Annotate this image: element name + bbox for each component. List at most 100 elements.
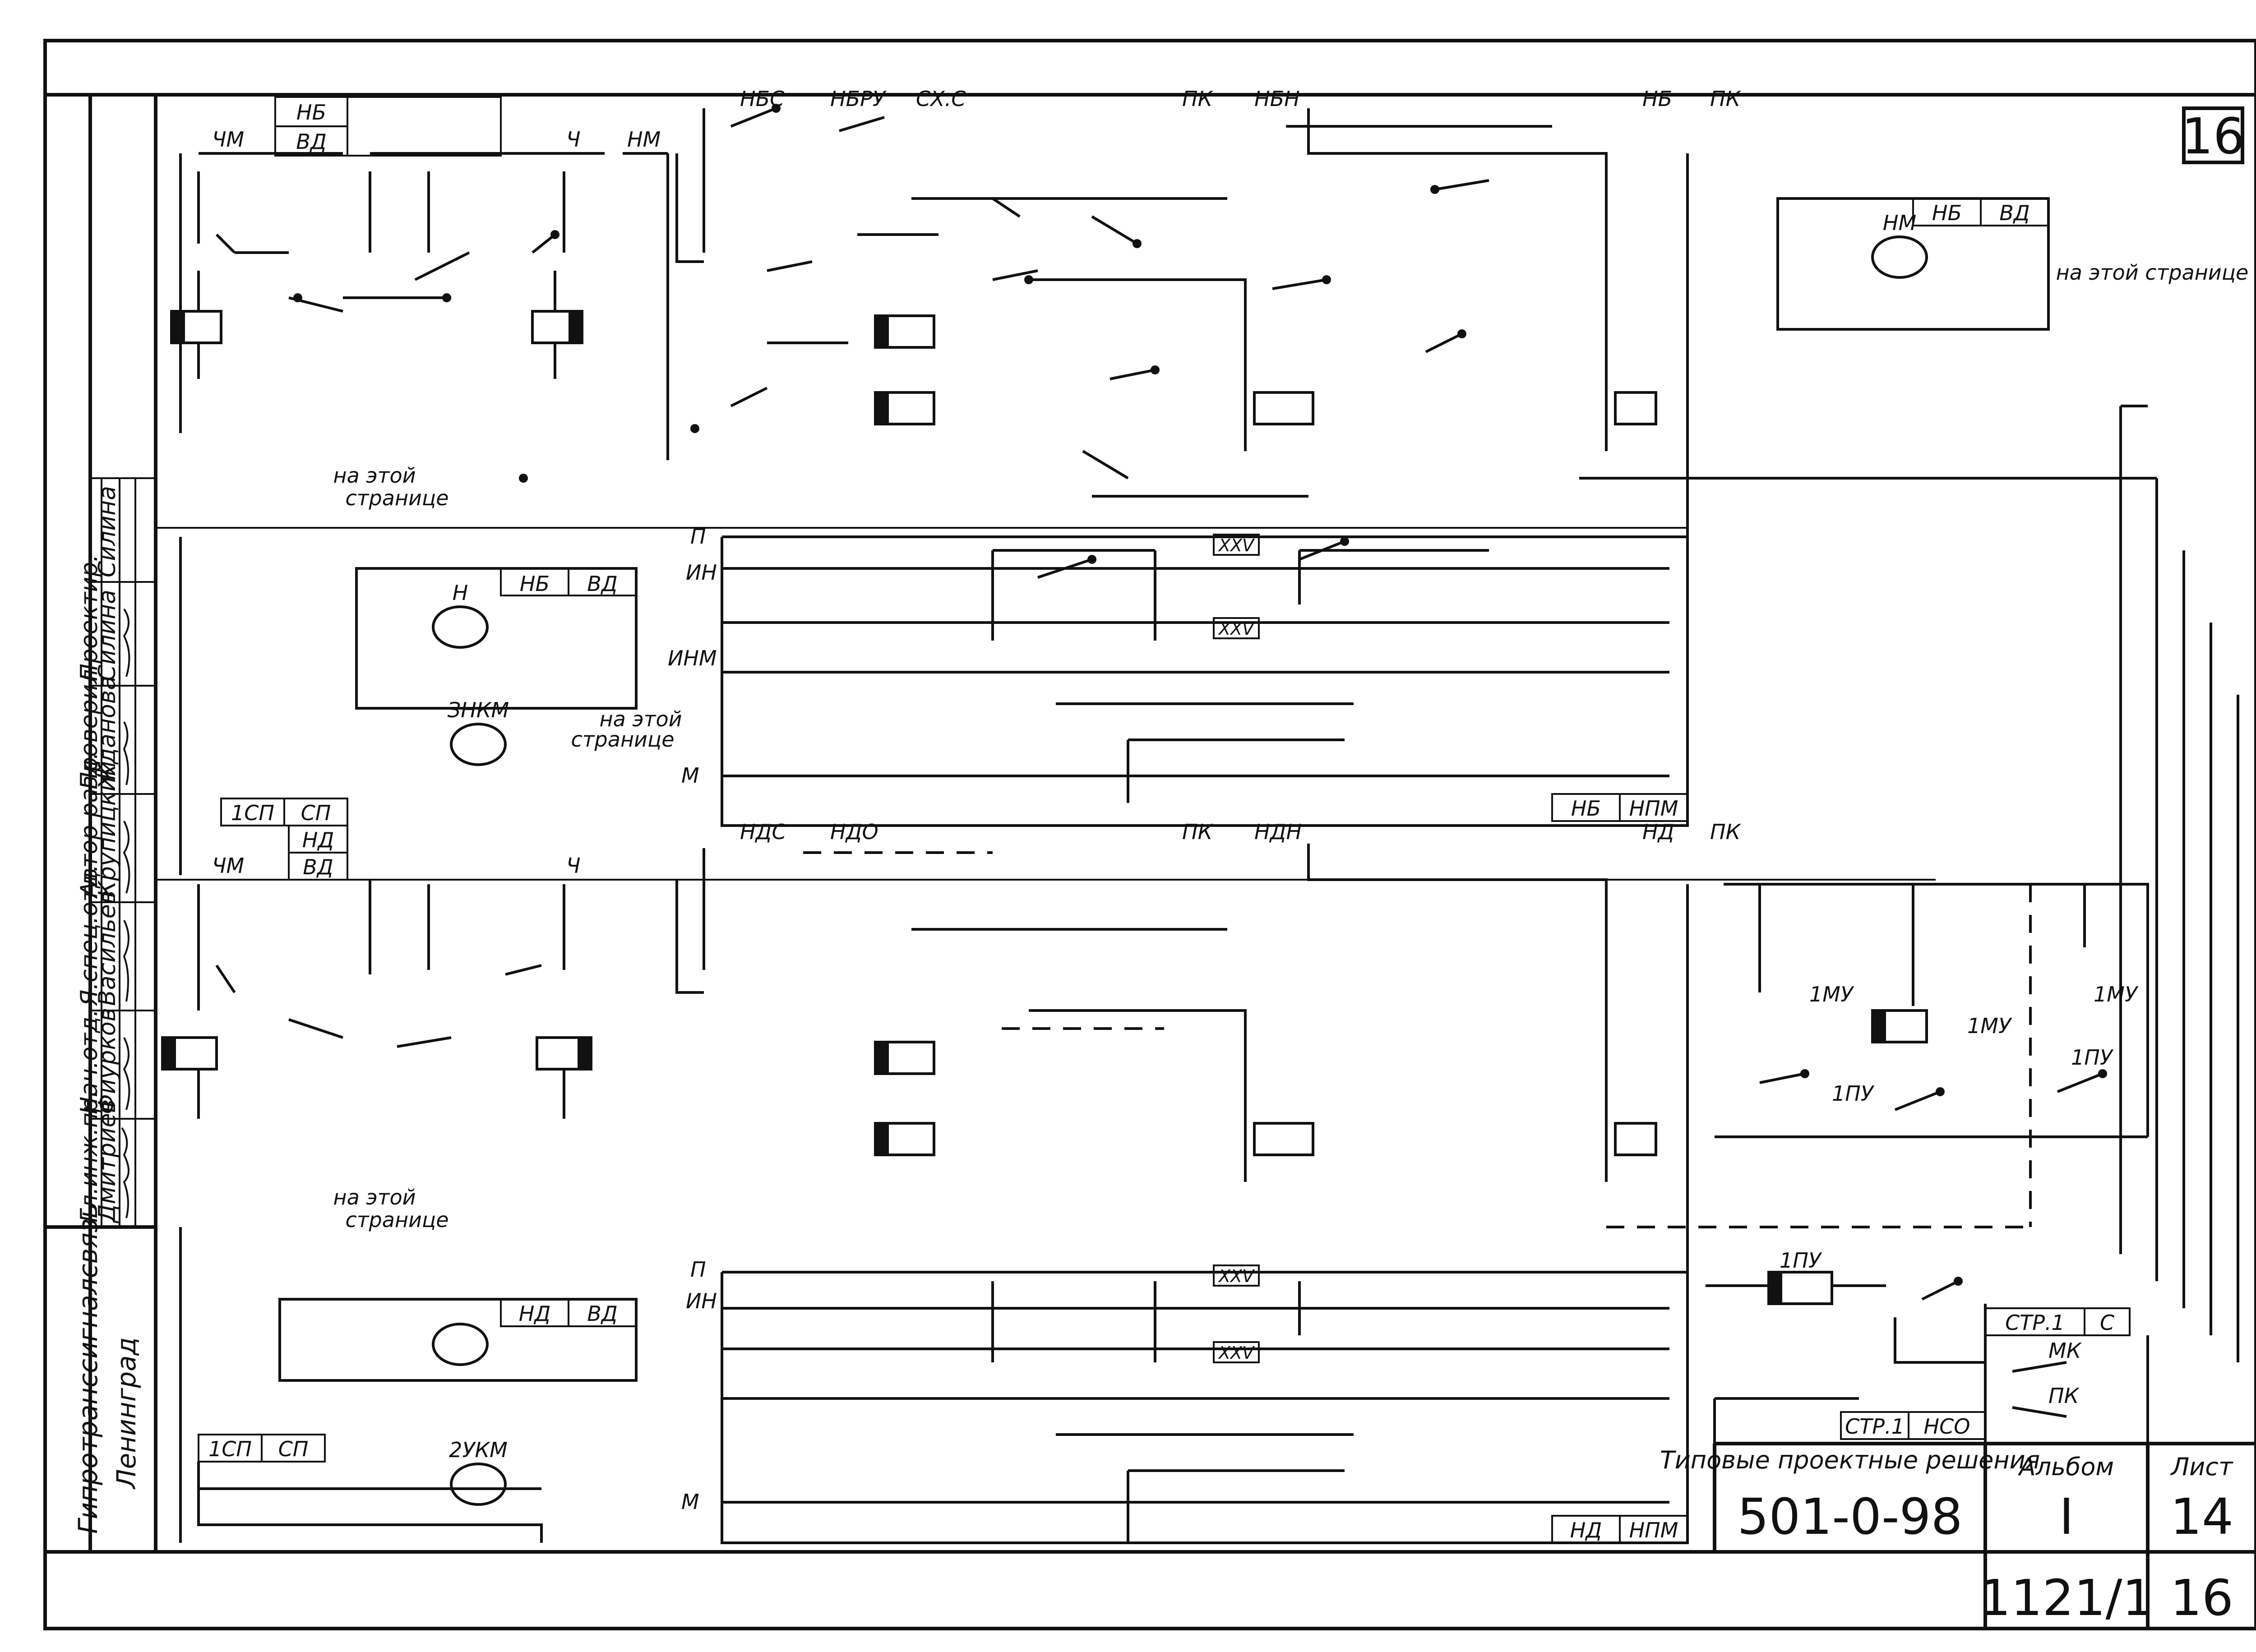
signal-lamp-3nkm bbox=[450, 723, 507, 766]
box-label: СП bbox=[301, 801, 331, 825]
box-label: НБС bbox=[740, 87, 784, 111]
signal-lamp-h bbox=[432, 605, 489, 649]
wire-label: Ч bbox=[566, 127, 581, 152]
wire-label: ЧМ bbox=[212, 127, 244, 152]
stamp-name: Жданова bbox=[94, 676, 121, 791]
stamp-role: Я.спец.отд. bbox=[76, 864, 103, 1006]
svg-text:XXV: XXV bbox=[1218, 535, 1255, 555]
box-label: НБН bbox=[1254, 87, 1300, 111]
note-na-etoy: на этой bbox=[333, 1185, 416, 1209]
doc-code: 501-0-98 bbox=[1737, 1488, 1962, 1546]
box-label: С bbox=[2100, 1311, 2114, 1335]
box-label: ВД bbox=[1999, 201, 2030, 225]
relay-label: 1ПУ bbox=[2071, 1045, 2114, 1070]
note-na-etoy: на этой bbox=[600, 707, 682, 731]
box-label: НДН bbox=[1254, 820, 1302, 844]
approval-stamp: Гл.инж.пр. Дмитриев Нач.отд. Фиурков Я.с… bbox=[73, 477, 156, 1534]
relay-xxv bbox=[1213, 1264, 1260, 1287]
box-label: НПМ bbox=[1629, 1518, 1678, 1542]
relay-label: 1МУ bbox=[1967, 1014, 2012, 1038]
box-label: СХ.С bbox=[916, 87, 966, 111]
box-label: НБ bbox=[520, 572, 550, 596]
contact-label: ПК bbox=[2048, 1384, 2080, 1408]
box-label: НБ bbox=[296, 100, 326, 125]
stamp-role: Автор разд. bbox=[76, 752, 103, 899]
note-stranice: странице bbox=[345, 1208, 448, 1232]
signature bbox=[123, 821, 130, 894]
stamp-name: Силина bbox=[94, 590, 121, 681]
box-label: 1СП bbox=[231, 801, 274, 825]
stamp-role: Гл.инж.пр. bbox=[76, 1090, 103, 1223]
wire-label: ИН bbox=[686, 560, 717, 585]
signature bbox=[123, 608, 130, 677]
wire-label: М bbox=[681, 1490, 699, 1514]
contact-dots bbox=[293, 104, 1466, 564]
signature bbox=[123, 721, 129, 785]
signal-lamp-nm bbox=[1871, 235, 1928, 279]
box-label: НД bbox=[1570, 1518, 1602, 1542]
box-label: НД bbox=[519, 1301, 551, 1326]
box-label: НБРУ bbox=[830, 87, 887, 111]
relay-kn bbox=[1614, 391, 1657, 425]
box-label: НПМ bbox=[1629, 796, 1678, 821]
wire-label: НМ bbox=[627, 127, 661, 152]
stamp-name: Дмитриев bbox=[94, 1099, 121, 1223]
signature bbox=[123, 920, 129, 1002]
relay-nkn-lower bbox=[1253, 1122, 1314, 1156]
wire-label: П bbox=[690, 524, 706, 549]
box-label: ВД bbox=[587, 1301, 618, 1326]
stamp-name: Крупицкий bbox=[94, 761, 121, 898]
contact-dots-right bbox=[1800, 1069, 2107, 1286]
box-label: ВД bbox=[587, 572, 618, 596]
corner-sheet-text: 16 bbox=[2182, 107, 2245, 165]
album-value: I bbox=[2059, 1488, 2074, 1546]
note-stranice: странице bbox=[571, 727, 674, 752]
box-label: НБ bbox=[1571, 796, 1601, 821]
album-label: Альбом bbox=[2018, 1453, 2114, 1481]
wire-label: ЧМ bbox=[212, 854, 244, 878]
stamp-name: Васильев bbox=[94, 891, 121, 1006]
note-na-etoy-stranice: на этой странице bbox=[2056, 260, 2249, 285]
inventory-sheet: 16 bbox=[2170, 1569, 2233, 1627]
stamp-name: Силина bbox=[94, 486, 121, 577]
box-label: ПК bbox=[1710, 87, 1742, 111]
signature bbox=[121, 1127, 129, 1218]
box-label: ПК bbox=[1182, 820, 1214, 844]
stamp-role: Проверил bbox=[76, 669, 103, 789]
wire-label: Ч bbox=[566, 854, 581, 878]
right-block: НБ ВД НМ на этой странице 1ПУ 1МУ 1МУ 1П… bbox=[1579, 197, 2249, 1445]
org-city: Ленинград bbox=[111, 1337, 142, 1490]
svg-text:XXV: XXV bbox=[1218, 619, 1255, 639]
signature bbox=[123, 1037, 130, 1110]
box-label: ПК bbox=[1710, 820, 1742, 844]
note-na-etoy: на этой bbox=[333, 463, 416, 488]
lamp-box-upper bbox=[355, 567, 638, 710]
box-label: ВД bbox=[303, 855, 333, 879]
wire-label: ИН bbox=[686, 1289, 717, 1313]
upper-circuit: НБ ВД НБ ВД Н ЗНКМ 1СП СП bbox=[170, 87, 1742, 875]
box-label: СП bbox=[278, 1437, 309, 1461]
box-label: 1СП bbox=[208, 1437, 252, 1461]
relay-label: 1ПУ bbox=[1780, 1248, 1822, 1273]
lamp-label: НМ bbox=[1883, 211, 1916, 235]
stamp-role: Нач.отд. bbox=[76, 1009, 103, 1114]
relay-xxv bbox=[1213, 534, 1260, 556]
relay-kn-lower bbox=[1614, 1122, 1657, 1156]
lamp-label: ЗНКМ bbox=[448, 698, 509, 722]
contact-label: МК bbox=[2048, 1338, 2082, 1363]
lower-circuit: НД ВД НД ВД 2УКМ 1СП СП XXV XXV bbox=[161, 820, 2032, 1544]
box-label: НДО bbox=[830, 820, 878, 844]
signal-lamp-h-lower bbox=[432, 1323, 489, 1366]
relay-nkn bbox=[1253, 391, 1314, 425]
box-label: НСО bbox=[1924, 1414, 1970, 1439]
svg-text:XXV: XXV bbox=[1218, 1266, 1255, 1286]
wire-label: ИНМ bbox=[668, 646, 717, 670]
relay-label: 1МУ bbox=[1809, 982, 1854, 1006]
inventory-number: 1121/1 bbox=[1979, 1569, 2154, 1627]
lamp-label: 2УКМ bbox=[449, 1438, 508, 1462]
svg-text:XXV: XXV bbox=[1218, 1343, 1255, 1363]
signal-lamp-2ukm bbox=[450, 1463, 507, 1506]
stamp-name: Фиурков bbox=[94, 1008, 121, 1114]
box-label: НД bbox=[302, 828, 334, 852]
